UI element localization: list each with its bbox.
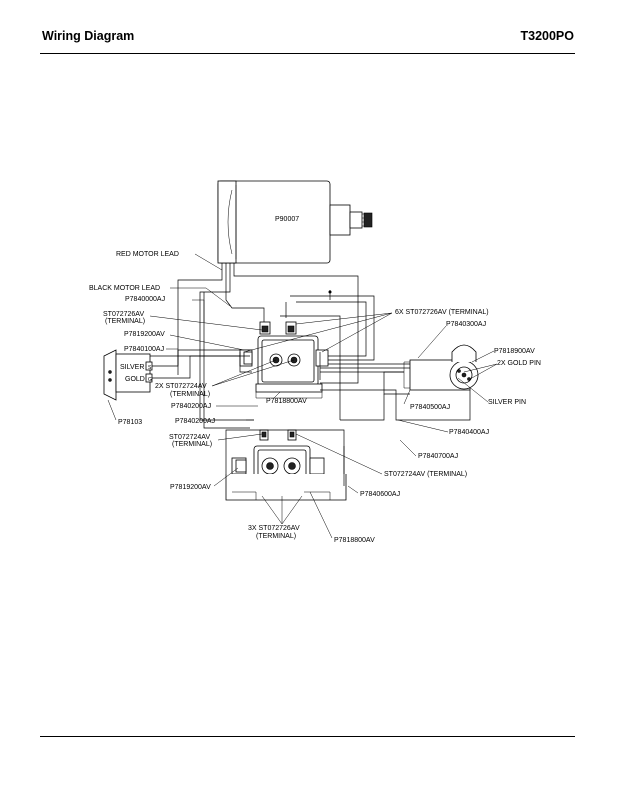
svg-text:G: G [148,377,152,383]
label-p7840200aj-1: P7840200AJ [171,403,211,410]
labels: RED MOTOR LEAD BLACK MOTOR LEAD P7840000… [89,251,541,544]
label-terminal-1: (TERMINAL) [105,318,145,325]
label-st072724av-2x: 2X ST072724AV [155,383,207,390]
motor-label: P90007 [275,216,299,223]
label-p7840000aj: P7840000AJ [125,296,165,303]
motor-leads [177,263,359,421]
label-red-motor-lead: RED MOTOR LEAD [116,251,179,258]
label-terminal-3x: (TERMINAL) [256,533,296,540]
label-st072726av-6x: 6X ST072726AV (TERMINAL) [395,309,489,316]
lower-solenoid [225,429,347,501]
right-switch [383,344,479,395]
label-p7818800av-bottom: P7818800AV [334,537,375,544]
left-connector: S G [103,349,250,401]
svg-text:S: S [148,365,152,371]
motor-p90007: P90007 [217,180,373,264]
right-wires [320,389,471,486]
label-terminal-left: (TERMINAL) [172,441,212,448]
upper-solenoid [239,321,329,399]
label-p7818800av-top: P7818800AV [266,398,307,405]
leader-lines [107,253,498,539]
label-st072724av-right: ST072724AV (TERMINAL) [384,471,467,478]
label-p7819200av-bottom: P7819200AV [170,484,211,491]
label-silver: SILVER [120,364,144,371]
label-p7840100aj: P7840100AJ [124,346,164,353]
label-p7840600aj: P7840600AJ [360,491,400,498]
page-title: Wiring Diagram [42,29,135,43]
label-p7840300aj: P7840300AJ [446,321,486,328]
label-p7840400aj: P7840400AJ [449,429,489,436]
label-silver-pin: SILVER PIN [488,399,526,406]
label-black-motor-lead: BLACK MOTOR LEAD [89,285,160,292]
label-gold-pin-2x: 2X GOLD PIN [497,360,541,367]
label-p7818900av: P7818900AV [494,348,535,355]
label-p7840200aj-2: P7840200AJ [175,418,215,425]
label-p7840500aj: P7840500AJ [410,404,450,411]
label-p7819200av-top: P7819200AV [124,331,165,338]
model-number: T3200PO [520,29,574,43]
label-st072726av-1: ST072726AV [103,311,144,318]
label-st072726av-3x: 3X ST072726AV [248,525,300,532]
footer-rule [40,736,575,737]
label-p7840700aj: P7840700AJ [418,453,458,460]
label-p78103: P78103 [118,419,142,426]
header-rule [40,53,575,54]
label-st072724av-left: ST072724AV [169,434,210,441]
label-gold: GOLD [125,376,145,383]
label-terminal-2x: (TERMINAL) [170,391,210,398]
